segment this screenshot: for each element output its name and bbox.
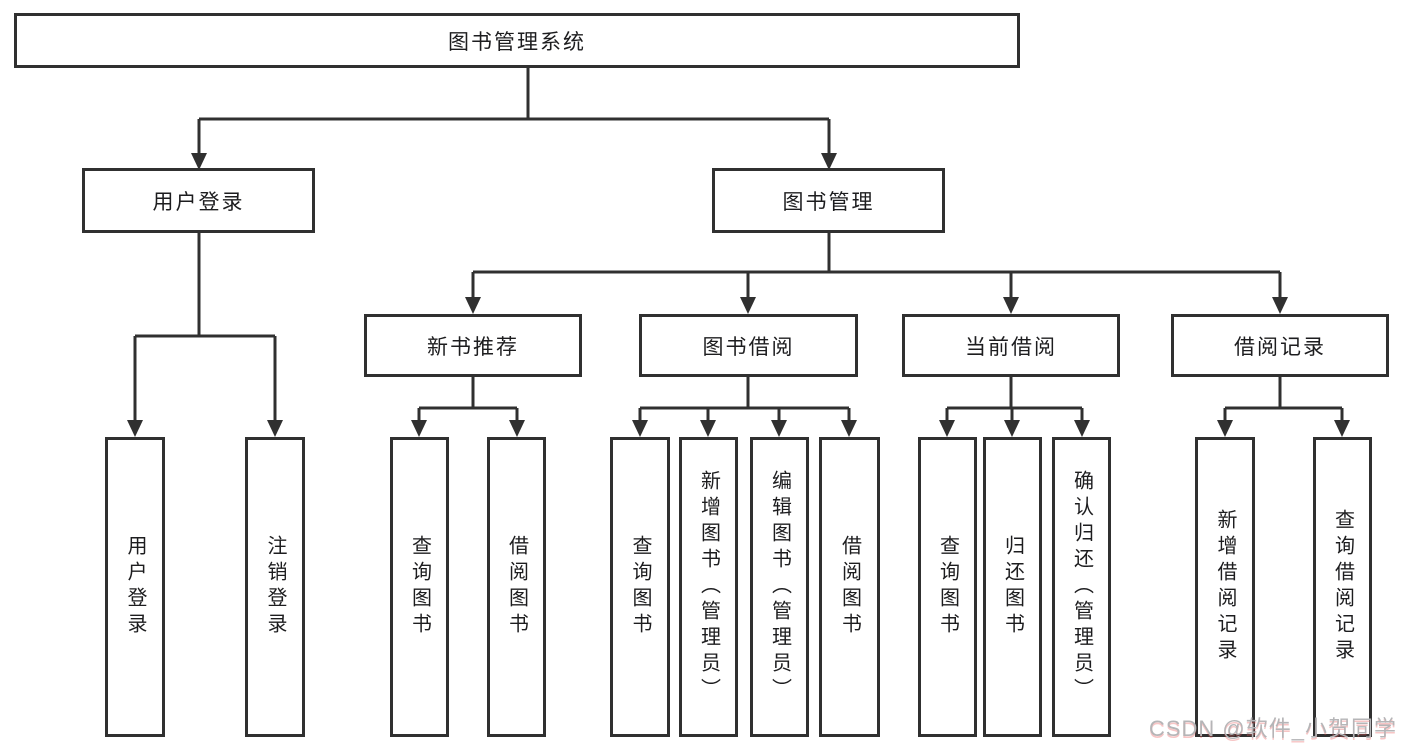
- arrow-down-icon: [821, 153, 837, 170]
- arrow-down-icon: [267, 420, 283, 437]
- node-user-login: 用户登录: [82, 168, 315, 233]
- node-borrow-records: 借阅记录: [1171, 314, 1389, 377]
- leaf-borrow-query-books: 查询图书: [610, 437, 670, 737]
- node-current-borrow: 当前借阅: [902, 314, 1120, 377]
- node-book-management: 图书管理: [712, 168, 945, 233]
- leaf-current-confirm-return-admin: 确认归还（管理员）: [1052, 437, 1111, 737]
- edge-root-to-level2: [197, 68, 831, 155]
- leaf-borrow-borrow-books: 借阅图书: [819, 437, 880, 737]
- arrow-down-icon: [939, 420, 955, 437]
- arrow-down-icon: [1334, 420, 1350, 437]
- leaf-borrow-edit-books-admin: 编辑图书（管理员）: [750, 437, 809, 737]
- edge-currentborrow-to-leaves: [945, 377, 1084, 422]
- edge-newbook-to-leaves: [417, 377, 519, 422]
- arrow-down-icon: [509, 420, 525, 437]
- node-book-borrow: 图书借阅: [639, 314, 858, 377]
- arrow-down-icon: [1272, 297, 1288, 314]
- arrow-down-icon: [771, 420, 787, 437]
- arrow-down-icon: [740, 297, 756, 314]
- arrow-down-icon: [1003, 297, 1019, 314]
- arrow-down-icon: [841, 420, 857, 437]
- leaf-newbook-borrow-books: 借阅图书: [487, 437, 546, 737]
- leaf-records-query-record: 查询借阅记录: [1313, 437, 1372, 737]
- arrow-down-icon: [465, 297, 481, 314]
- leaf-newbook-query-books: 查询图书: [390, 437, 449, 737]
- leaf-logout: 注销登录: [245, 437, 305, 737]
- leaf-current-query-books: 查询图书: [918, 437, 977, 737]
- arrow-down-icon: [1217, 420, 1233, 437]
- node-new-book-recommend: 新书推荐: [364, 314, 582, 377]
- edge-userlogin-to-leaves: [133, 232, 277, 422]
- arrow-down-icon: [127, 420, 143, 437]
- arrow-down-icon: [411, 420, 427, 437]
- leaf-current-return-books: 归还图书: [983, 437, 1042, 737]
- node-root-system: 图书管理系统: [14, 13, 1020, 68]
- arrow-down-icon: [1004, 420, 1020, 437]
- arrow-down-icon: [700, 420, 716, 437]
- leaf-user-login: 用户登录: [105, 437, 165, 737]
- arrowheads: [127, 153, 1350, 437]
- arrow-down-icon: [191, 153, 207, 170]
- edge-bookborrow-to-leaves: [638, 377, 851, 422]
- leaf-borrow-add-books-admin: 新增图书（管理员）: [679, 437, 738, 737]
- arrow-down-icon: [1074, 420, 1090, 437]
- edge-bookmgmt-to-level3: [471, 232, 1282, 299]
- edge-records-to-leaves: [1223, 377, 1344, 422]
- arrow-down-icon: [632, 420, 648, 437]
- leaf-records-add-record: 新增借阅记录: [1195, 437, 1255, 737]
